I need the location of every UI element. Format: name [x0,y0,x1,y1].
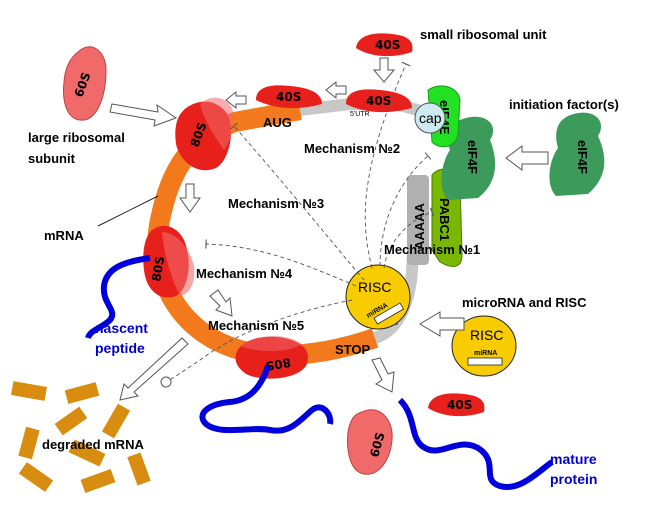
pabc1-label: PABC1 [437,198,452,241]
large-subunit-label-line2: subunit [28,151,76,166]
nascent-label-line2: peptide [95,340,145,356]
risc-free-label: RISC [470,327,503,343]
mature-label-line2: protein [550,471,597,487]
mature-protein-chain [397,397,554,491]
risc-label: RISC [358,279,391,295]
label-40s: 40S [447,398,472,412]
small-ribosomal-unit-label: small ribosomal unit [420,27,547,42]
aug-label: AUG [263,115,292,130]
stop-label: STOP [335,342,370,357]
mrna-pointer-line [97,195,159,227]
inhibit-line-m1 [383,207,435,269]
arrow-release [371,357,395,393]
microrna-risc-label: microRNA and RISC [462,295,587,310]
process-arrows [109,57,549,401]
terminating-peptide-chain [199,365,334,434]
large-subunit-label-line1: large ribosomal [28,130,125,145]
mechanism-5-label: Mechanism №5 [208,318,304,333]
risc-complex-free: RISC miRNA [451,315,517,377]
inhibit-line-m5 [165,299,353,383]
degraded-mrna-fragments [11,381,151,494]
subunit-40s-scanning-1: 40S [256,85,322,109]
cap-label: cap [419,110,442,126]
subunit-40s-scanning-2: 40S [346,89,412,113]
arrow-scan-1 [325,80,347,100]
label-40s: 40S [375,38,400,52]
arrow-degrade [119,337,189,401]
inhibit-line-m2 [379,152,432,267]
label-80s: 80S [149,255,167,282]
inhibit-line-m2-top [364,61,411,269]
arrow-scan-2 [225,90,247,110]
polya-tail: AAAAA [407,175,429,265]
subunit-40s-free: 40S [356,33,413,57]
mechanism-3-label: Mechanism №3 [228,196,324,211]
polya-label: AAAAA [412,202,427,250]
ribosome-80s-initiation: 80S [175,97,234,171]
ribosome-80s-elongating: 80S [143,225,195,298]
subunit-40s-released: 40S [428,393,485,417]
initiation-factors-label: initiation factor(s) [509,97,619,112]
mrna-label: mRNA [44,228,84,243]
label-60s: 60S [367,431,387,459]
inhibit-line-m3 [230,122,365,281]
label-40s: 40S [366,94,391,108]
utr5-label: 5'UTR [350,111,370,118]
eif4f-label: eIF4F [465,140,480,174]
mechanism-2-label: Mechanism №2 [304,141,400,156]
arrow-40s-load [372,57,396,83]
inhibition-lines [165,61,435,383]
label-80s: 80S [265,355,292,373]
arrow-60s-join [109,103,178,127]
arrow-elongate-2 [209,289,233,317]
label-40s: 40S [276,90,301,104]
mechanism-4-label: Mechanism №4 [196,266,293,281]
subunit-60s-free: 60S [63,46,107,121]
subunit-60s-released: 60S [347,409,393,475]
nascent-peptide-chain [85,255,151,340]
risc-complex-bound: RISC miRNA [345,264,411,330]
arrow-risc-bind [419,311,465,337]
mature-label-line1: mature [550,451,597,467]
arrow-elongate-1 [179,183,201,213]
arrow-eif4f-bind [505,145,549,171]
mechanism-1-label: Mechanism №1 [384,242,480,257]
ribosome-80s-termination: 80S [235,335,308,379]
degradation-marker [160,376,172,388]
eif4f-free-label: eIF4F [575,140,590,174]
cap-structure: cap [414,102,446,134]
nascent-label-line1: nascent [95,320,148,336]
degraded-mrna-label: degraded mRNA [42,437,144,452]
mirna-free-label: miRNA [474,350,497,357]
eif4f-free: eIF4F [549,112,605,196]
